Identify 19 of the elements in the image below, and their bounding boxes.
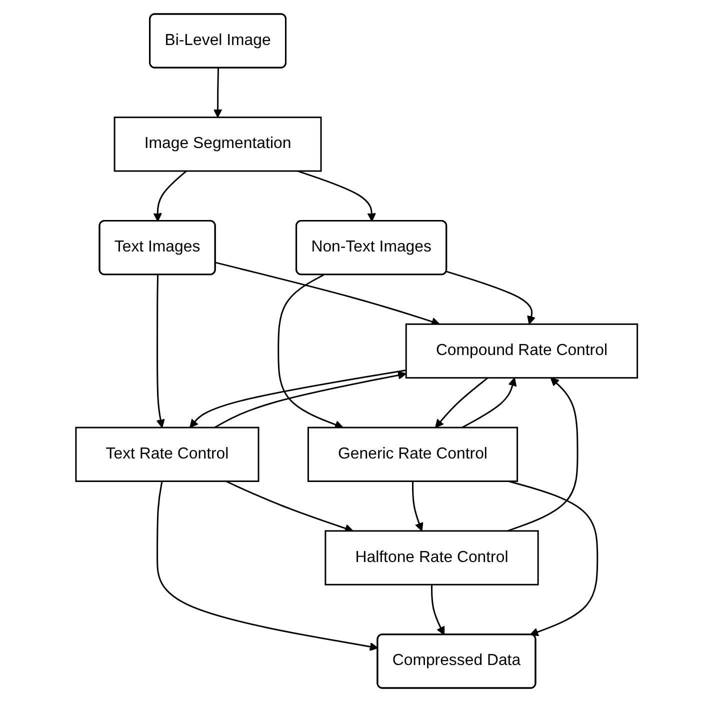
arrow — [508, 377, 579, 532]
arrow — [298, 170, 376, 222]
arrow — [156, 481, 379, 651]
arrow — [154, 170, 188, 222]
arrow — [435, 377, 489, 428]
arrow — [446, 270, 536, 325]
arrow — [214, 68, 222, 118]
arrow — [462, 377, 518, 428]
arrow — [216, 262, 440, 326]
node-box: Generic Rate Control — [308, 426, 518, 482]
node-box: Image Segmentation — [114, 116, 322, 172]
node-box: Halftone Rate Control — [325, 530, 540, 586]
arrow — [156, 274, 166, 428]
node-box: Compound Rate Control — [406, 323, 638, 379]
arrow — [412, 481, 424, 532]
node-box: Text Rate Control — [76, 426, 260, 482]
arrow — [508, 480, 598, 636]
arrow — [278, 274, 344, 429]
arrow — [431, 584, 445, 636]
